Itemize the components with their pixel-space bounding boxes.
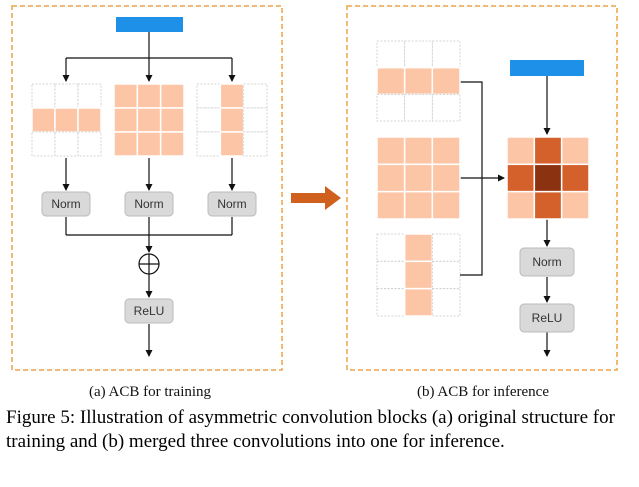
panel-b-arrows <box>460 76 551 357</box>
kernel-3x1-vertical-a <box>196 83 268 157</box>
kernel-cell <box>431 163 461 193</box>
kernel-cell <box>54 131 79 157</box>
kernel-cell <box>31 107 56 133</box>
kernel-3x3-b <box>376 136 461 220</box>
norm-label: Norm <box>532 255 561 269</box>
kernel-cell <box>31 83 56 109</box>
kernel-cell <box>506 190 536 220</box>
kernel-cell <box>376 260 406 290</box>
kernel-cell <box>506 163 536 193</box>
kernel-cell <box>403 233 434 263</box>
norm-node-a1: Norm <box>41 191 91 217</box>
kernel-cell <box>403 163 434 193</box>
kernel-cell <box>243 131 268 157</box>
merged-kernel <box>506 136 590 220</box>
kernel-cell <box>431 288 461 317</box>
kernel-cell <box>431 66 461 96</box>
kernel-cell <box>159 131 185 157</box>
add-operator-icon <box>138 253 160 275</box>
kernel-cell <box>136 131 162 157</box>
panel-b-caption: (b) ACB for inference <box>416 384 550 400</box>
kernel-cell <box>136 107 162 133</box>
norm-node-a3: Norm <box>207 191 257 217</box>
kernel-cell <box>404 40 433 69</box>
kernel-cell <box>404 93 433 122</box>
panel-a-caption: (a) ACB for training <box>88 384 212 400</box>
kernel-cell <box>113 131 139 157</box>
kernel-cell <box>431 93 461 122</box>
input-bar-b <box>510 60 584 76</box>
norm-label: Norm <box>217 197 246 211</box>
kernel-cell <box>376 93 406 122</box>
kernel-cell <box>54 107 79 133</box>
kernel-cell <box>219 131 245 157</box>
kernel-cell <box>376 233 406 262</box>
relu-node-b: ReLU <box>519 303 575 333</box>
kernel-cell <box>196 131 221 157</box>
kernel-cell <box>376 163 406 193</box>
kernel-cell <box>113 107 139 133</box>
kernel-cell <box>560 136 590 166</box>
kernel-cell <box>243 83 268 109</box>
figure-caption: Figure 5: Illustration of asymmetric con… <box>6 407 615 452</box>
kernel-cell <box>159 83 185 109</box>
kernel-cell <box>403 136 434 166</box>
kernel-cell <box>560 163 590 193</box>
norm-node-a2: Norm <box>124 191 174 217</box>
kernel-cell <box>77 131 102 157</box>
kernel-cell <box>196 83 221 109</box>
kernel-cell <box>376 136 406 166</box>
kernel-cell <box>77 107 102 133</box>
kernel-cell <box>533 190 563 220</box>
kernel-cell <box>506 136 536 166</box>
kernel-cell <box>431 40 461 69</box>
transfer-arrow-icon <box>291 186 341 210</box>
kernel-3x1-vertical-b <box>376 233 461 317</box>
panel-a-frame <box>11 5 283 371</box>
kernel-cell <box>31 131 56 157</box>
kernel-cell <box>54 83 79 109</box>
kernel-cell <box>77 83 102 109</box>
kernel-cell <box>219 107 245 133</box>
kernel-1x3-horizontal-b <box>376 40 461 122</box>
kernel-cell <box>403 190 434 220</box>
kernel-cell <box>159 107 185 133</box>
panel-a-arrows <box>62 32 236 357</box>
kernel-cell <box>196 107 221 133</box>
norm-node-b: Norm <box>519 247 575 277</box>
kernel-cell <box>376 66 406 96</box>
kernel-cell <box>533 136 563 166</box>
kernel-cell <box>560 190 590 220</box>
kernel-cell <box>431 260 461 290</box>
kernel-cell <box>136 83 162 109</box>
relu-node-a: ReLU <box>124 298 174 324</box>
relu-label: ReLU <box>134 304 165 318</box>
kernel-cell <box>376 190 406 220</box>
acb-diagram: Norm Norm Norm ReLU Norm ReLU <box>11 5 618 371</box>
relu-label: ReLU <box>532 311 563 325</box>
kernel-cell <box>376 288 406 317</box>
kernel-cell <box>403 260 434 290</box>
kernel-cell <box>113 83 139 109</box>
kernel-cell <box>243 107 268 133</box>
kernel-cell <box>431 233 461 262</box>
kernel-3x3-a <box>113 83 185 157</box>
kernel-1x3-horizontal-a <box>31 83 102 157</box>
kernel-cell <box>431 136 461 166</box>
kernel-cell <box>219 83 245 109</box>
norm-label: Norm <box>51 197 80 211</box>
kernel-cell <box>431 190 461 220</box>
norm-label: Norm <box>134 197 163 211</box>
kernel-cell <box>376 40 406 69</box>
kernel-cell <box>533 163 563 193</box>
panel-b-frame <box>346 5 618 371</box>
kernel-cell <box>403 287 434 317</box>
kernel-cell <box>403 66 434 96</box>
input-bar-a <box>116 17 183 32</box>
